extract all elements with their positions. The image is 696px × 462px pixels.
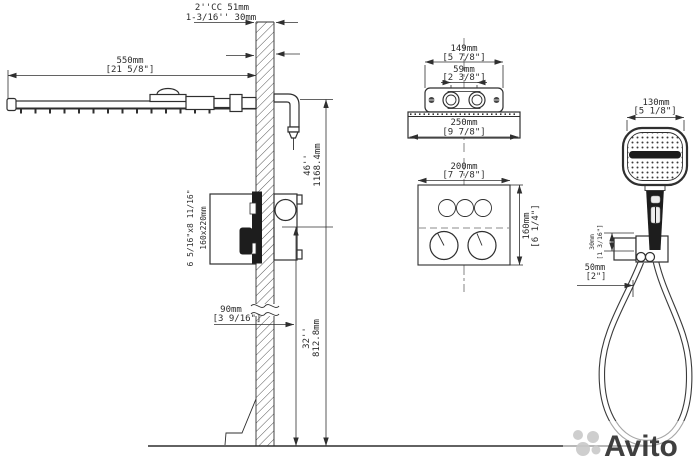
valve-faceplate-edge (252, 191, 262, 264)
wall-base-profile (224, 398, 257, 446)
head-end-cap (6, 97, 17, 112)
dim-label: 1168.4mm (313, 143, 323, 186)
hand-shower-head (621, 126, 689, 250)
holder-bracket (613, 237, 637, 261)
supply-port-left (442, 91, 460, 109)
mount-arch (156, 87, 180, 95)
dim-label: [1 3/16"] (596, 224, 604, 259)
dim-label: 32'' (302, 327, 312, 349)
dim-label: 59mm (453, 65, 475, 75)
in-wall-elbow (273, 93, 300, 150)
dim-label: [5 7/8"] (442, 53, 485, 63)
dim-height-32: 32'' 812.8mm (282, 226, 333, 446)
valve-side-view: 6 5/16"x8 11/16" 160x220mm (186, 189, 303, 267)
arm-nut (229, 93, 243, 113)
dim-label: 149mm (450, 44, 477, 54)
dim-label: 250mm (450, 118, 477, 128)
arm-fitting-2 (213, 97, 231, 109)
dim-wall-offset-90: 90mm [3 9/16"] (213, 305, 294, 328)
dim-label: 2''CC 51mm (195, 3, 249, 13)
dim-head-depth-250: 250mm [9 7/8"] (409, 118, 519, 140)
dim-label: [6 1/4"] (531, 204, 541, 247)
dim-label: [2 3/8"] (442, 73, 485, 83)
watermark-text: Avito (604, 430, 678, 462)
hose-nut-2 (644, 251, 656, 263)
hand-shower-view: 130mm [5 1/8"] (577, 98, 693, 447)
valve-front-view: 200mm [7 7/8"] 160mm [6 1/4"] (417, 158, 541, 292)
dim-label: [3 9/16"] (213, 314, 262, 324)
dim-hand-width-130: 130mm [5 1/8"] (626, 98, 685, 131)
dim-label: 1-3/16'' 30mm (186, 13, 256, 23)
wall-break-symbol (250, 304, 280, 316)
mount-base (149, 93, 187, 103)
diverter-button-1 (438, 199, 456, 217)
shower-head-front-view: 149mm [5 7/8"] 59mm [2 3/8"] 250mm (407, 38, 521, 152)
dim-outlet-50: 50mm [2"] (577, 263, 634, 297)
dim-holder-30: 30mm [1 3/16"] (588, 224, 634, 260)
dim-plate-width-200: 200mm [7 7/8"] (418, 162, 510, 184)
dim-label: 30mm (588, 234, 596, 250)
dim-label: 200mm (450, 162, 477, 172)
shower-hose (598, 260, 693, 447)
dim-label: [7 7/8"] (442, 171, 485, 181)
dim-label: [2"] (586, 272, 606, 282)
handle-button (650, 195, 661, 204)
dim-bracket-149: 149mm [5 7/8"] (424, 44, 504, 88)
dim-label: 46'' (303, 154, 313, 176)
rough-in-size-label-mm: 160x220mm (199, 206, 208, 250)
dim-label: 130mm (642, 98, 669, 108)
dim-label: 812.8mm (312, 319, 322, 357)
valve-knob-side (239, 227, 253, 255)
dim-label: [21 5/8"] (106, 65, 155, 75)
dim-label: 160mm (522, 212, 532, 239)
dim-label: [5 1/8"] (633, 107, 676, 117)
arm-wall-sleeve (241, 96, 257, 110)
dim-height-46: 46'' 1168.4mm (300, 99, 333, 446)
wall-outlet-holder (613, 235, 669, 263)
valve-body-port (274, 198, 297, 222)
watermark-logo (573, 430, 601, 456)
watermark: Avito (563, 421, 696, 462)
hose-nut-1 (635, 251, 647, 263)
dim-head-width: 550mm [21 5/8"] (7, 56, 256, 99)
dim-label: [9 7/8"] (442, 128, 485, 138)
dim-label: 50mm (585, 263, 605, 273)
dim-label: 90mm (220, 305, 242, 315)
dim-plate-height-160: 160mm [6 1/4"] (510, 184, 541, 266)
dim-top-connection: 2''CC 51mm 1-3/16'' 30mm (186, 3, 300, 59)
rain-shower-side-view (6, 87, 300, 150)
arm-fitting-1 (185, 95, 215, 111)
rough-in-size-label-in: 6 5/16"x8 11/16" (186, 189, 195, 266)
dim-label: 550mm (116, 56, 143, 66)
supply-port-right (468, 91, 486, 109)
spray-mode-bar (629, 151, 681, 159)
diverter-button-2 (456, 199, 474, 217)
diverter-button-3 (474, 199, 492, 217)
